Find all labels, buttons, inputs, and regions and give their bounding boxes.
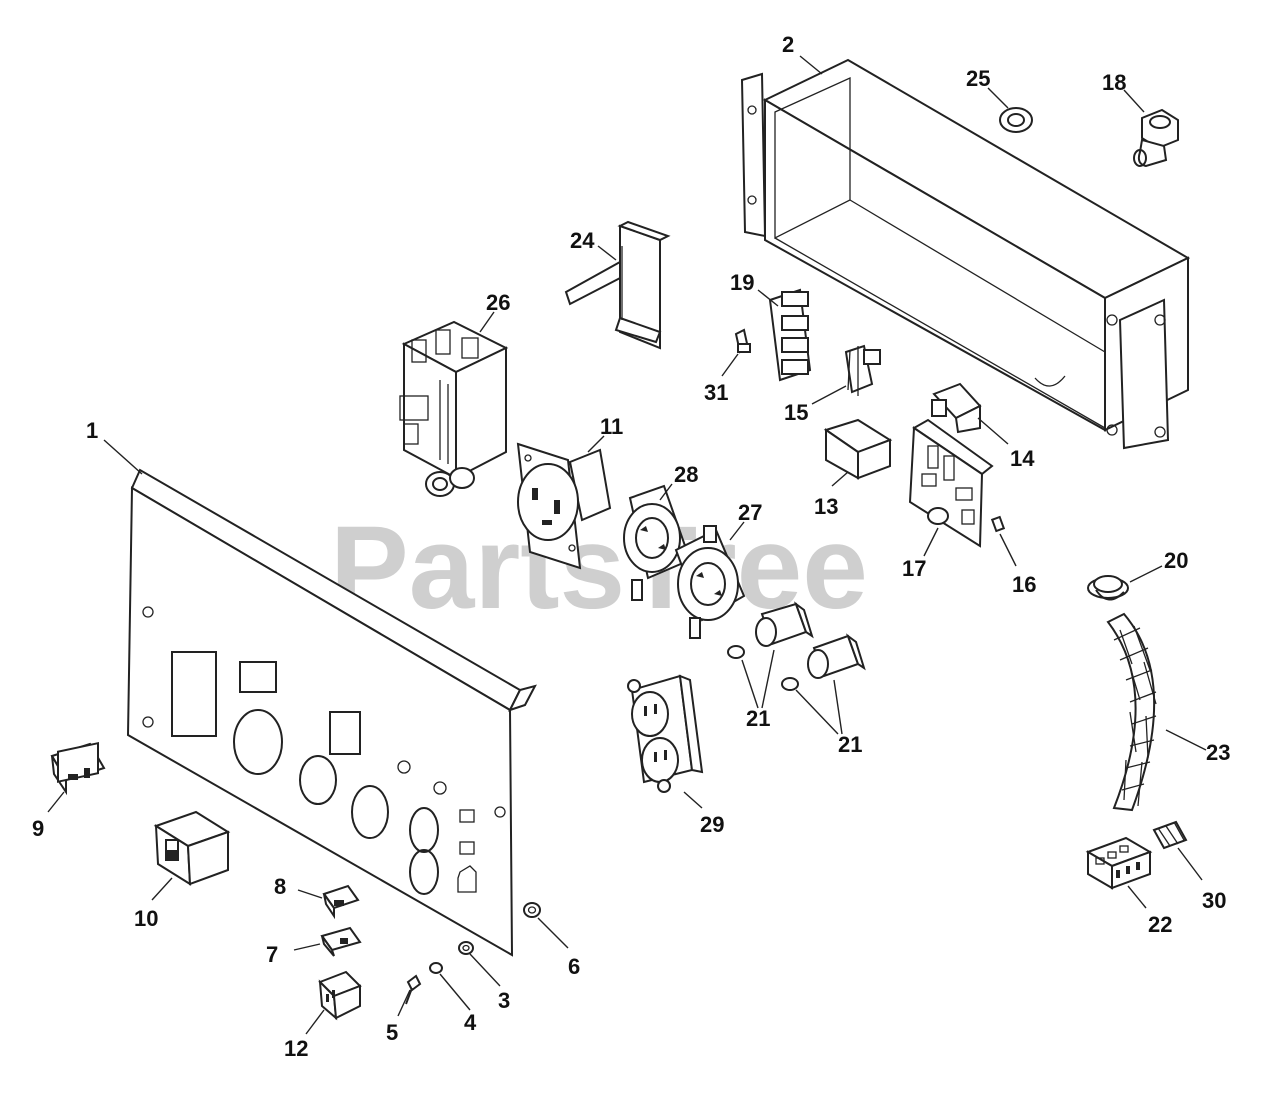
svg-text:20: 20 bbox=[1164, 548, 1188, 573]
part-27-twist-receptacle[interactable] bbox=[674, 525, 746, 639]
callout-8: 8 bbox=[274, 874, 323, 899]
part-9-outlet[interactable] bbox=[50, 741, 106, 796]
svg-text:6: 6 bbox=[568, 954, 580, 979]
callout-1: 1 bbox=[86, 418, 143, 475]
svg-text:27: 27 bbox=[738, 500, 762, 525]
callout-4: 4 bbox=[439, 973, 477, 1035]
callout-16: 16 bbox=[999, 533, 1036, 597]
callout-31: 31 bbox=[704, 353, 739, 405]
callout-22: 22 bbox=[1127, 885, 1172, 937]
svg-text:2: 2 bbox=[782, 32, 794, 57]
callout-14: 14 bbox=[977, 417, 1035, 471]
callout-6: 6 bbox=[537, 917, 580, 979]
svg-text:12: 12 bbox=[284, 1036, 308, 1061]
part-19-terminal-block[interactable] bbox=[768, 288, 812, 382]
callout-17: 17 bbox=[902, 527, 939, 581]
svg-text:29: 29 bbox=[700, 812, 724, 837]
part-22-connector[interactable] bbox=[1085, 836, 1153, 890]
svg-text:15: 15 bbox=[784, 400, 808, 425]
svg-text:4: 4 bbox=[464, 1010, 477, 1035]
part-31-clip[interactable] bbox=[734, 328, 751, 354]
callout-5: 5 bbox=[386, 989, 411, 1045]
callout-23: 23 bbox=[1165, 729, 1230, 765]
part-29-duplex-receptacle[interactable] bbox=[627, 674, 704, 793]
svg-text:25: 25 bbox=[966, 66, 990, 91]
callout-21-b: 21 bbox=[795, 679, 862, 757]
part-28-twist-receptacle[interactable] bbox=[623, 484, 692, 601]
part-21-circuit-breaker-b[interactable] bbox=[781, 633, 866, 691]
part-2-housing-box[interactable] bbox=[740, 58, 1191, 450]
part-3-washer[interactable] bbox=[458, 941, 474, 955]
part-1-control-panel[interactable] bbox=[126, 468, 537, 957]
part-20-grommet[interactable] bbox=[1087, 575, 1129, 601]
part-8-switch[interactable] bbox=[322, 884, 360, 920]
svg-text:10: 10 bbox=[134, 906, 158, 931]
part-24-bracket[interactable] bbox=[564, 220, 671, 350]
svg-text:18: 18 bbox=[1102, 70, 1126, 95]
svg-text:1: 1 bbox=[86, 418, 98, 443]
callout-7: 7 bbox=[266, 942, 321, 967]
callout-9: 9 bbox=[32, 791, 65, 841]
svg-text:7: 7 bbox=[266, 942, 278, 967]
part-30-terminal-strip[interactable] bbox=[1152, 820, 1188, 850]
part-7-switch[interactable] bbox=[320, 926, 362, 957]
part-13-capacitor[interactable] bbox=[823, 418, 893, 480]
callout-27: 27 bbox=[729, 500, 762, 541]
callout-30: 30 bbox=[1177, 847, 1226, 913]
svg-text:26: 26 bbox=[486, 290, 510, 315]
part-18-fitting[interactable] bbox=[1133, 108, 1179, 168]
callout-12: 12 bbox=[284, 1009, 325, 1061]
part-5-screw[interactable] bbox=[405, 974, 422, 1005]
callout-26: 26 bbox=[479, 290, 510, 333]
callout-28: 28 bbox=[659, 462, 698, 501]
callout-2: 2 bbox=[782, 32, 823, 75]
svg-text:8: 8 bbox=[274, 874, 286, 899]
callout-15: 15 bbox=[784, 385, 847, 425]
svg-text:9: 9 bbox=[32, 816, 44, 841]
svg-text:22: 22 bbox=[1148, 912, 1172, 937]
part-16-pin[interactable] bbox=[990, 515, 1006, 533]
part-26-breaker[interactable] bbox=[399, 320, 509, 497]
svg-text:13: 13 bbox=[814, 494, 838, 519]
part-4-lock-washer[interactable] bbox=[429, 962, 443, 974]
part-23-conduit[interactable] bbox=[1106, 612, 1157, 812]
callout-10: 10 bbox=[134, 877, 173, 931]
svg-text:3: 3 bbox=[498, 988, 510, 1013]
svg-text:11: 11 bbox=[600, 414, 623, 439]
part-12-outlet[interactable] bbox=[318, 970, 362, 1021]
callout-13: 13 bbox=[814, 471, 849, 519]
callout-3: 3 bbox=[469, 953, 510, 1013]
callout-24: 24 bbox=[570, 228, 617, 261]
svg-text:23: 23 bbox=[1206, 740, 1230, 765]
svg-text:30: 30 bbox=[1202, 888, 1226, 913]
part-17-circuit-board[interactable] bbox=[908, 418, 994, 548]
svg-text:5: 5 bbox=[386, 1020, 398, 1045]
callout-11: 11 bbox=[587, 414, 623, 453]
svg-text:17: 17 bbox=[902, 556, 926, 581]
callout-20: 20 bbox=[1129, 548, 1188, 583]
svg-text:28: 28 bbox=[674, 462, 698, 487]
svg-text:24: 24 bbox=[570, 228, 595, 253]
callout-25: 25 bbox=[966, 66, 1009, 109]
callout-21-a: 21 bbox=[741, 649, 775, 731]
svg-text:21: 21 bbox=[746, 706, 770, 731]
part-11-receptacle[interactable] bbox=[516, 442, 612, 570]
callout-29: 29 bbox=[683, 791, 724, 837]
svg-text:21: 21 bbox=[838, 732, 862, 757]
svg-text:19: 19 bbox=[730, 270, 754, 295]
svg-text:16: 16 bbox=[1012, 572, 1036, 597]
part-21-circuit-breaker-a[interactable] bbox=[727, 601, 814, 659]
part-10-rocker-switch[interactable] bbox=[153, 810, 231, 886]
svg-text:14: 14 bbox=[1010, 446, 1035, 471]
callout-18: 18 bbox=[1102, 70, 1145, 113]
svg-text:31: 31 bbox=[704, 380, 728, 405]
callout-19: 19 bbox=[730, 270, 779, 307]
part-14-mount[interactable] bbox=[931, 382, 982, 434]
part-6-nut[interactable] bbox=[523, 902, 541, 918]
part-25-grommet[interactable] bbox=[999, 107, 1033, 133]
part-15-relay[interactable] bbox=[844, 344, 881, 396]
